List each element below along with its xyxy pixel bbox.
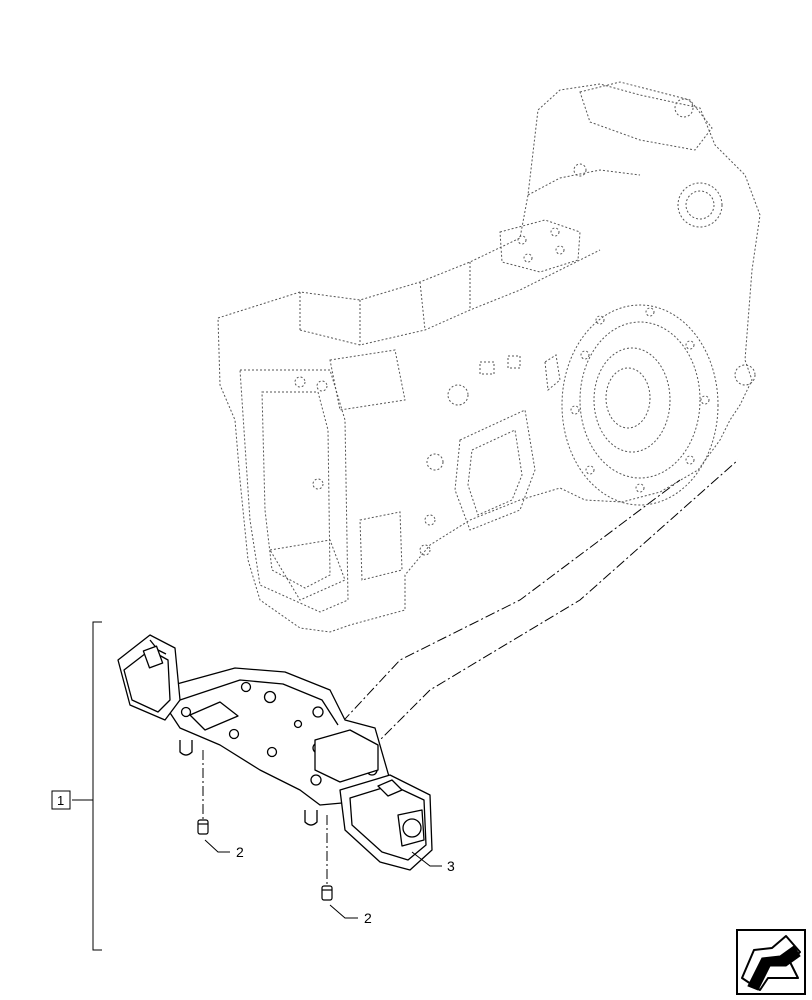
- front-axle-support: [117, 634, 433, 871]
- callout-2-lower: 2: [364, 910, 372, 926]
- callout-1-box: 1: [51, 790, 71, 810]
- leader-pin-upper: [204, 839, 230, 853]
- leader-support: [411, 851, 442, 867]
- svg-text:1: 1: [57, 793, 64, 808]
- transmission-housing-phantom: [217, 81, 761, 633]
- callout-2-upper: 2: [236, 844, 244, 860]
- alignment-lines: [202, 459, 739, 885]
- arrow-next-page-icon[interactable]: [736, 929, 806, 995]
- leader-pin-lower: [329, 904, 358, 919]
- dowel-pin-upper: [197, 819, 209, 835]
- callout-3: 3: [447, 858, 455, 874]
- assembly-bracket: [72, 621, 102, 951]
- dowel-pin-lower: [321, 885, 333, 901]
